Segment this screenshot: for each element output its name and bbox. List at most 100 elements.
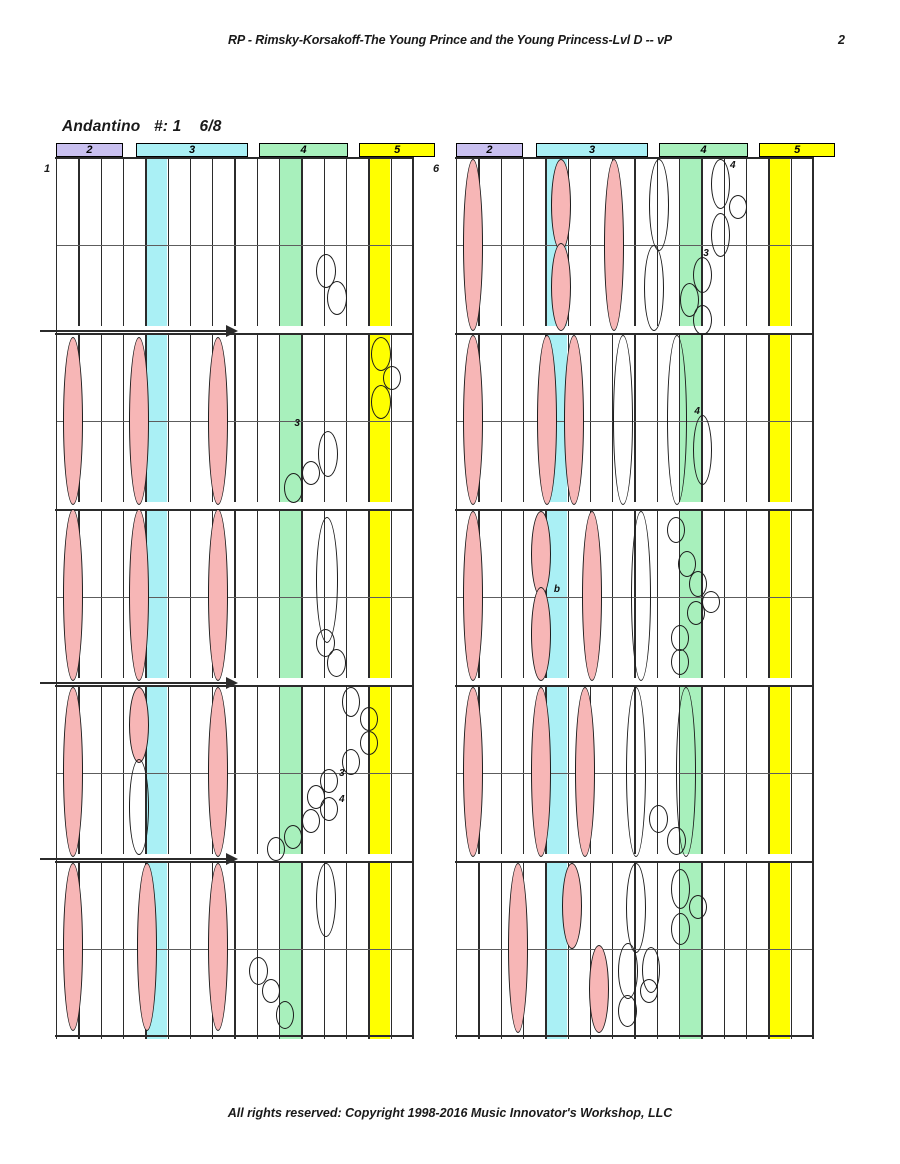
note-head-open[interactable] <box>613 335 634 505</box>
note-head-open[interactable] <box>648 159 669 251</box>
tempo-marking: Andantino #: 1 6/8 <box>62 118 222 135</box>
note-head-filled[interactable] <box>207 509 228 681</box>
note-head-filled[interactable] <box>462 159 483 331</box>
note-head-open[interactable] <box>677 551 696 577</box>
note-head-filled[interactable] <box>62 337 83 505</box>
note-head-open[interactable] <box>711 159 731 209</box>
note-head-open[interactable] <box>626 687 647 857</box>
note-head-filled[interactable] <box>604 159 625 331</box>
note-head-open[interactable] <box>306 785 325 809</box>
note-head-filled[interactable] <box>462 687 483 857</box>
string-group-label-4[interactable]: 4 <box>658 143 749 157</box>
note-head-open[interactable] <box>326 649 346 677</box>
note-head-filled[interactable] <box>207 863 228 1031</box>
note-head-open[interactable] <box>371 337 392 371</box>
note-head-filled[interactable] <box>550 159 571 251</box>
note-head-open[interactable] <box>129 759 150 855</box>
note-head-filled[interactable] <box>588 945 609 1033</box>
note-head-open[interactable] <box>693 415 713 485</box>
note-head-open[interactable] <box>626 863 647 953</box>
direction-arrow-head <box>226 325 238 337</box>
beat-subdivision-line <box>456 245 813 246</box>
note-head-filled[interactable] <box>530 687 551 857</box>
note-head-open[interactable] <box>666 827 686 855</box>
note-head-filled[interactable] <box>462 511 483 681</box>
note-head-open[interactable] <box>320 769 339 793</box>
note-head-open[interactable] <box>302 461 321 485</box>
note-head-open[interactable] <box>326 281 347 315</box>
note-head-open[interactable] <box>729 195 748 219</box>
note-head-open[interactable] <box>686 601 705 625</box>
note-head-open[interactable] <box>320 797 339 821</box>
note-head-filled[interactable] <box>575 687 596 857</box>
note-head-open[interactable] <box>693 257 713 293</box>
note-head-filled[interactable] <box>462 335 483 505</box>
note-head-open[interactable] <box>262 979 281 1003</box>
note-head-filled[interactable] <box>129 337 150 505</box>
note-head-open[interactable] <box>666 335 687 505</box>
note-head-open[interactable] <box>671 869 691 909</box>
note-head-filled[interactable] <box>564 335 585 505</box>
string-line <box>500 157 502 1039</box>
note-head-open[interactable] <box>315 629 335 657</box>
note-head-open[interactable] <box>302 809 321 833</box>
note-head-filled[interactable] <box>508 863 529 1033</box>
note-head-open[interactable] <box>266 837 285 861</box>
note-head-open[interactable] <box>644 245 665 331</box>
string-group-label-5[interactable]: 5 <box>359 143 436 157</box>
note-head-open[interactable] <box>284 825 303 849</box>
note-head-filled[interactable] <box>207 337 228 505</box>
note-head-open[interactable] <box>666 517 685 543</box>
note-head-open[interactable] <box>315 254 336 288</box>
note-head-filled[interactable] <box>137 863 158 1031</box>
string-group-label-2[interactable]: 2 <box>456 143 523 157</box>
note-head-filled[interactable] <box>62 687 83 857</box>
note-head-filled[interactable] <box>581 511 602 681</box>
note-head-open[interactable] <box>315 517 338 643</box>
note-head-open[interactable] <box>648 805 668 833</box>
string-line <box>301 157 303 1039</box>
note-head-open[interactable] <box>275 1001 294 1029</box>
note-head-open[interactable] <box>680 283 699 317</box>
note-head-open[interactable] <box>371 385 392 419</box>
string-group-label-3[interactable]: 3 <box>136 143 248 157</box>
note-head-open[interactable] <box>382 366 401 390</box>
string-group-label-2[interactable]: 2 <box>56 143 123 157</box>
note-head-filled[interactable] <box>550 243 571 331</box>
note-head-open[interactable] <box>688 571 707 597</box>
note-head-open[interactable] <box>630 511 651 681</box>
note-head-open[interactable] <box>671 625 690 651</box>
note-head-filled[interactable] <box>62 863 83 1031</box>
note-head-filled[interactable] <box>129 509 150 681</box>
note-head-open[interactable] <box>675 687 696 857</box>
note-head-open[interactable] <box>317 431 338 477</box>
note-head-open[interactable] <box>671 649 690 675</box>
note-head-open[interactable] <box>360 731 379 755</box>
note-head-filled[interactable] <box>530 587 551 681</box>
note-head-filled[interactable] <box>62 509 83 681</box>
note-head-filled[interactable] <box>537 335 558 505</box>
note-head-open[interactable] <box>342 687 361 717</box>
note-head-open[interactable] <box>360 707 379 731</box>
string-line <box>279 157 281 1039</box>
note-head-open[interactable] <box>671 913 691 945</box>
string-group-label-3[interactable]: 3 <box>536 143 648 157</box>
note-head-open[interactable] <box>248 957 268 985</box>
note-head-open[interactable] <box>617 943 638 999</box>
note-head-open[interactable] <box>315 863 336 937</box>
note-head-open[interactable] <box>284 473 304 503</box>
string-group-label-5[interactable]: 5 <box>759 143 836 157</box>
note-head-filled[interactable] <box>561 863 582 949</box>
note-head-filled[interactable] <box>530 511 551 597</box>
note-head-open[interactable] <box>688 895 707 919</box>
beat-subdivision-line <box>456 421 813 422</box>
note-head-open[interactable] <box>702 591 721 613</box>
note-head-open[interactable] <box>639 979 658 1003</box>
note-head-open[interactable] <box>342 749 361 775</box>
highlighted-string-column <box>280 157 301 1039</box>
note-head-open[interactable] <box>693 305 713 335</box>
note-head-open[interactable] <box>711 213 731 257</box>
string-group-label-4[interactable]: 4 <box>258 143 349 157</box>
note-head-filled[interactable] <box>207 687 228 857</box>
note-head-open[interactable] <box>617 995 637 1027</box>
